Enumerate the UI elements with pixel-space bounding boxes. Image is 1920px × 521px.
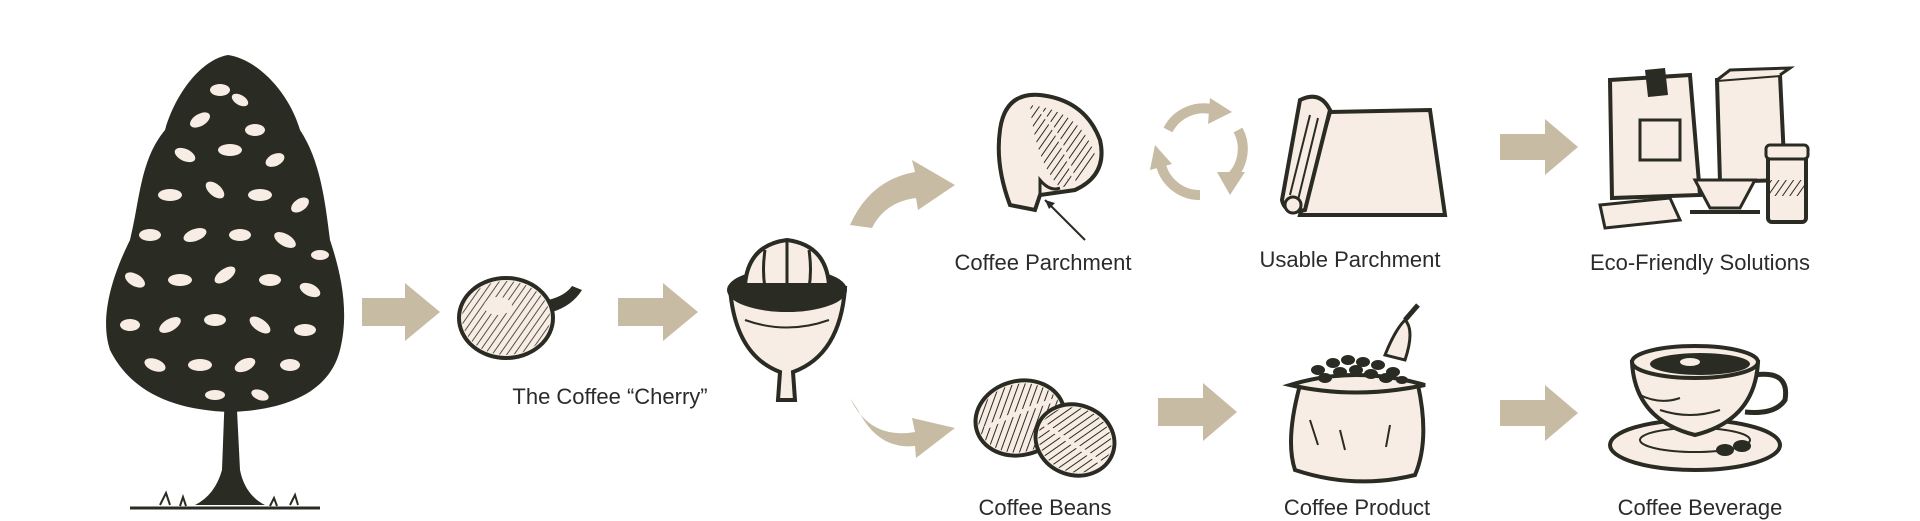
coffee-cup-icon [1608,344,1789,472]
label-eco-friendly: Eco-Friendly Solutions [1589,250,1811,275]
arrow-right-2 [618,283,698,341]
arrow-right-5 [1500,385,1578,441]
coffee-cherry-icon [457,276,582,360]
coffee-beans-icon [973,378,1117,478]
recycle-arrowheads [1150,98,1245,195]
parchment-roll-icon [1279,94,1448,217]
coffee-sack-icon [1282,303,1426,484]
arrow-right-4 [1158,383,1237,441]
label-coffee-beverage: Coffee Beverage [1617,495,1783,520]
arrow-right-3 [1500,119,1578,175]
arrow-curve-up [850,160,955,228]
arrow-curve-down [850,398,955,458]
label-usable-parchment: Usable Parchment [1259,247,1441,272]
eco-packaging-icon [1598,66,1810,230]
coffee-parchment-icon [996,92,1104,241]
coffee-tree-icon [106,55,345,510]
label-coffee-beans: Coffee Beans [978,495,1112,520]
label-coffee-parchment: Coffee Parchment [954,250,1132,275]
label-cherry: The Coffee “Cherry” [512,384,708,409]
open-cherry-icon [727,237,848,402]
arrow-right-1 [362,283,440,341]
label-coffee-product: Coffee Product [1283,495,1431,520]
